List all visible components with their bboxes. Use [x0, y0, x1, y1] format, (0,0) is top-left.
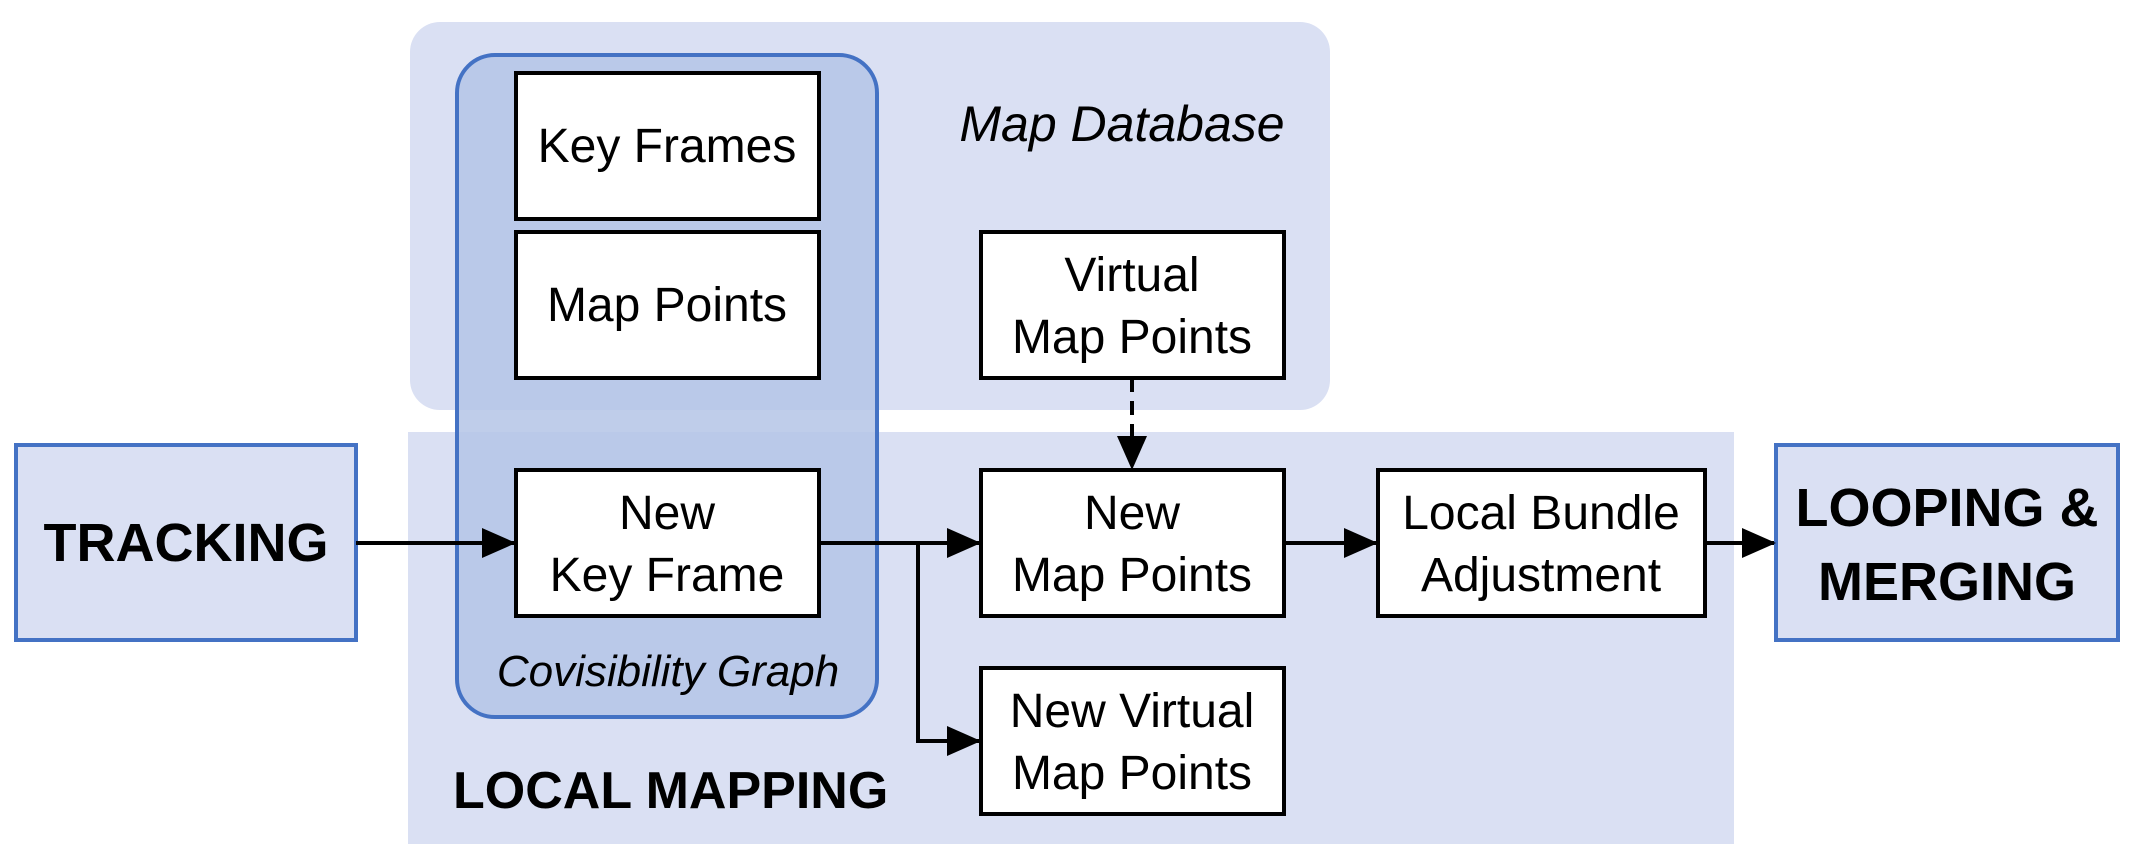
virtual-map-points-box — [979, 230, 1286, 380]
new-map-points-label-line1: New — [1084, 487, 1180, 540]
tracking-label: TRACKING — [44, 513, 329, 573]
new-virtual-map-points-box — [979, 666, 1286, 816]
virtual-map-points-label-line2: Map Points — [1012, 311, 1252, 364]
map-database-label: Map Database — [959, 96, 1284, 152]
arrow-new-key-frame-to-new-virtual-map-points — [916, 543, 981, 756]
new-virtual-map-points-label-line1: New Virtual — [1010, 685, 1255, 738]
new-map-points-label-line2: Map Points — [1012, 549, 1252, 602]
local-ba-label-line2: Adjustment — [1421, 549, 1661, 602]
new-map-points-box — [979, 468, 1286, 618]
key-frames-label: Key Frames — [538, 120, 797, 173]
local-mapping-label: LOCAL MAPPING — [453, 762, 888, 820]
map-points-label: Map Points — [547, 279, 787, 332]
looping-label-line1: LOOPING & — [1795, 478, 2098, 538]
looping-label-line2: MERGING — [1818, 552, 2076, 612]
new-key-frame-label-line2: Key Frame — [550, 549, 785, 602]
key-frames-box — [514, 71, 821, 221]
local-ba-label-line1: Local Bundle — [1402, 487, 1680, 540]
covisibility-graph-label: Covisibility Graph — [497, 647, 839, 696]
new-key-frame-label-line1: New — [619, 487, 715, 540]
new-key-frame-box — [514, 468, 821, 618]
map-points-box — [514, 230, 821, 380]
looping-merging-module — [1774, 443, 2120, 642]
virtual-map-points-label-line1: Virtual — [1064, 249, 1199, 302]
new-virtual-map-points-label-line2: Map Points — [1012, 747, 1252, 800]
